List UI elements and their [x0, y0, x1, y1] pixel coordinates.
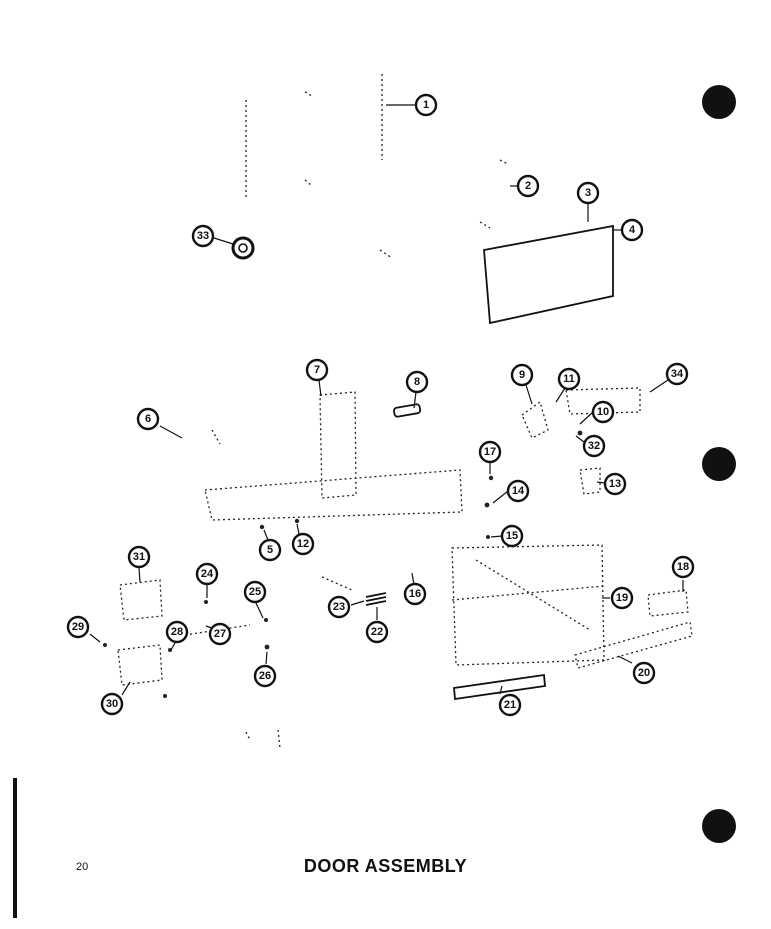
callout-15: 15 [500, 524, 524, 548]
svg-text:21: 21 [504, 699, 516, 711]
svg-text:6: 6 [145, 413, 151, 425]
svg-text:25: 25 [249, 586, 261, 598]
callout-11: 11 [557, 367, 581, 391]
punch-hole-bottom [702, 809, 736, 843]
svg-text:24: 24 [201, 568, 214, 580]
svg-text:7: 7 [314, 364, 320, 376]
page-number: 20 [76, 861, 89, 873]
svg-text:16: 16 [409, 588, 421, 600]
callout-20: 20 [632, 661, 656, 685]
callout-18: 18 [671, 555, 695, 579]
callout-25: 25 [243, 580, 267, 604]
callout-34: 34 [665, 362, 689, 386]
svg-text:15: 15 [506, 530, 518, 542]
callout-8: 8 [405, 370, 429, 394]
callout-30: 30 [100, 692, 124, 716]
svg-text:2: 2 [525, 180, 531, 192]
punch-hole-middle [702, 447, 736, 481]
svg-text:22: 22 [371, 626, 383, 638]
svg-text:10: 10 [597, 406, 609, 418]
callout-2: 2 [516, 174, 540, 198]
diagram-caption: DOOR ASSEMBLY [303, 856, 468, 876]
callout-13: 13 [603, 472, 627, 496]
svg-text:34: 34 [671, 368, 684, 380]
svg-text:5: 5 [267, 544, 273, 556]
callout-21: 21 [498, 693, 522, 717]
svg-text:8: 8 [414, 376, 420, 388]
callouts: 1 2 3 4 5 6 7 8 9 10 11 12 13 14 15 16 1… [66, 93, 695, 717]
svg-text:4: 4 [629, 224, 636, 236]
callout-16: 16 [403, 582, 427, 606]
callout-4: 4 [620, 218, 644, 242]
svg-text:14: 14 [512, 485, 525, 497]
callout-28: 28 [165, 620, 189, 644]
callout-32: 32 [582, 434, 606, 458]
part-outlines [117, 74, 693, 749]
callout-19: 19 [610, 586, 634, 610]
callout-17: 17 [478, 440, 502, 464]
svg-text:1: 1 [423, 99, 429, 111]
callout-12: 12 [291, 532, 315, 556]
svg-text:11: 11 [563, 373, 575, 385]
svg-text:29: 29 [72, 621, 84, 633]
callout-22: 22 [365, 620, 389, 644]
grommet-part [231, 236, 255, 260]
callout-5: 5 [258, 538, 282, 562]
svg-text:20: 20 [638, 667, 650, 679]
callout-26: 26 [253, 664, 277, 688]
callout-24: 24 [195, 562, 219, 586]
svg-text:27: 27 [214, 628, 226, 640]
svg-text:33: 33 [197, 230, 209, 242]
svg-text:12: 12 [297, 538, 309, 550]
callout-23: 23 [327, 595, 351, 619]
binding-edge-bar [13, 778, 17, 918]
callout-29: 29 [66, 615, 90, 639]
svg-text:32: 32 [588, 440, 600, 452]
callout-27: 27 [208, 622, 232, 646]
callout-1: 1 [414, 93, 438, 117]
svg-text:23: 23 [333, 601, 345, 613]
svg-text:13: 13 [609, 478, 621, 490]
callout-6: 6 [136, 407, 160, 431]
svg-text:26: 26 [259, 670, 271, 682]
svg-text:19: 19 [616, 592, 628, 604]
callout-14: 14 [506, 479, 530, 503]
svg-text:3: 3 [585, 187, 591, 199]
callout-33: 33 [191, 224, 215, 248]
hardware-specks [103, 430, 583, 698]
callout-9: 9 [510, 363, 534, 387]
svg-text:18: 18 [677, 561, 689, 573]
callout-31: 31 [127, 545, 151, 569]
callout-10: 10 [591, 400, 615, 424]
leader-lines [89, 104, 684, 696]
svg-text:31: 31 [133, 551, 145, 563]
svg-text:9: 9 [519, 369, 525, 381]
punch-hole-top [702, 85, 736, 119]
svg-text:28: 28 [171, 626, 183, 638]
callout-3: 3 [576, 181, 600, 205]
callout-7: 7 [305, 358, 329, 382]
svg-text:30: 30 [106, 698, 118, 710]
svg-text:17: 17 [484, 446, 496, 458]
